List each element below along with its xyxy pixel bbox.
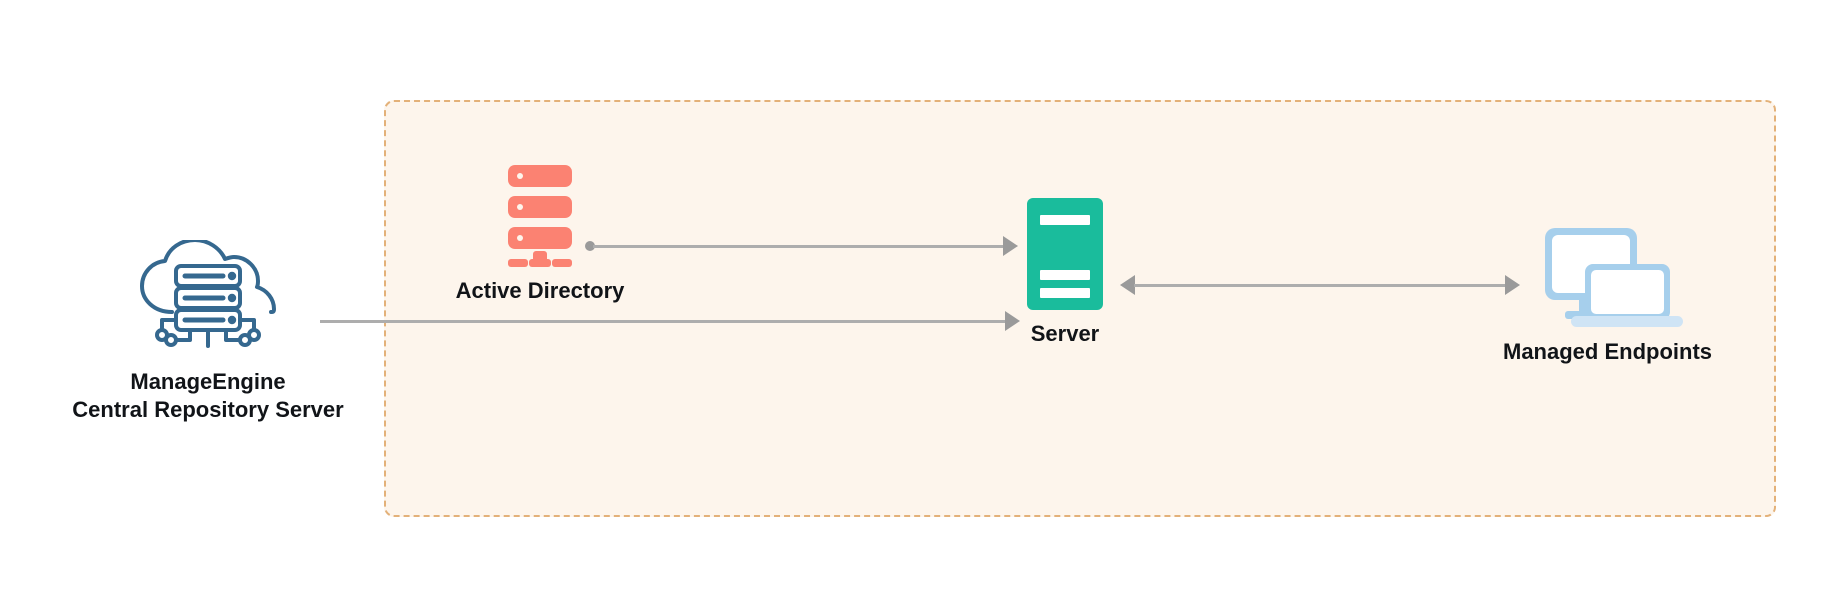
server-slot-bottom <box>1040 288 1090 298</box>
rack-stand-base <box>529 259 551 267</box>
connector-active-directory-to-server <box>585 236 1020 256</box>
node-server[interactable]: Server <box>1027 198 1103 346</box>
arrow-head-right-icon <box>1505 275 1520 295</box>
arrow-head-left-icon <box>1120 275 1135 295</box>
rack-foot-left <box>508 259 528 267</box>
connector-line <box>1134 284 1506 287</box>
node-managed-endpoints[interactable]: Managed Endpoints <box>1503 228 1712 364</box>
node-label-managed-endpoints: Managed Endpoints <box>1503 339 1712 364</box>
rack-unit-2 <box>508 196 572 218</box>
repository-label-line-2: Central Repository Server <box>72 397 344 423</box>
connector-line <box>593 245 1005 248</box>
laptop-icon <box>1585 264 1670 320</box>
server-slot-top <box>1040 215 1090 225</box>
connector-origin-dot <box>585 241 595 251</box>
node-label-active-directory: Active Directory <box>455 278 625 303</box>
arrow-head-right-icon <box>1003 236 1018 256</box>
connector-repository-to-server <box>320 311 1020 331</box>
node-label-central-repository-server: ManageEngine Central Repository Server <box>72 368 343 424</box>
server-tower-icon <box>1027 198 1103 310</box>
arrow-head-right-icon <box>1005 311 1020 331</box>
rack-unit-1 <box>508 165 572 187</box>
server-slot-middle <box>1040 270 1090 280</box>
repository-label-line-1: ManageEngine <box>130 369 286 394</box>
cloud-server-icon <box>140 238 276 348</box>
node-active-directory[interactable]: Active Directory <box>456 165 624 303</box>
rack-foot-right <box>552 259 572 267</box>
rack-unit-3 <box>508 227 572 249</box>
connector-server-to-managed-endpoints <box>1120 275 1520 295</box>
laptop-base <box>1571 316 1683 327</box>
node-label-server: Server <box>1030 321 1100 346</box>
connector-line <box>320 320 1007 323</box>
node-central-repository-server[interactable]: ManageEngine Central Repository Server <box>72 238 344 422</box>
